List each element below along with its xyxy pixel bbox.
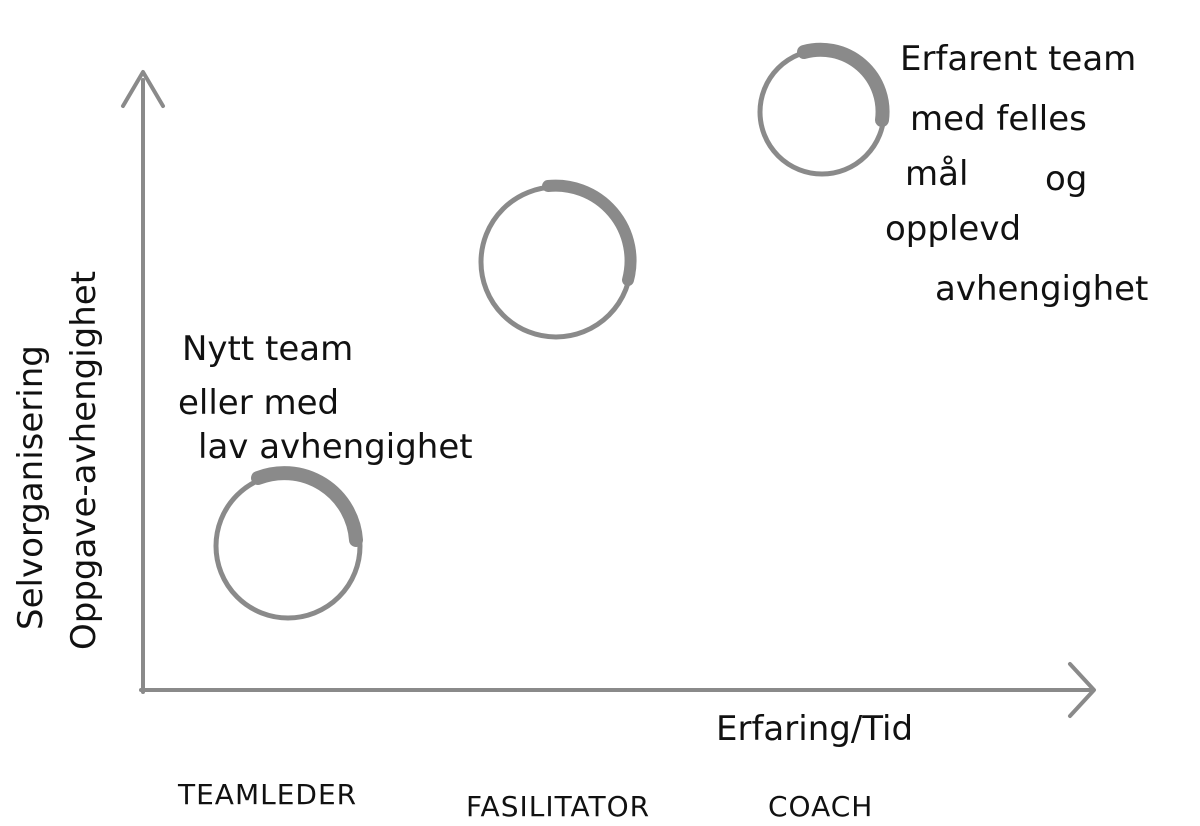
y-axis — [121, 70, 165, 694]
note-coach-line-2: med felles — [910, 99, 1087, 139]
y-axis-label: Selvorganisering Oppgave-avhengighet — [11, 271, 104, 650]
stage-circle-fasilitator — [478, 179, 637, 340]
note-coach: Erfarent team med felles mål og opplevd … — [885, 39, 1148, 309]
x-axis-arrowhead — [1068, 662, 1096, 718]
y-axis-arrowhead — [121, 70, 165, 108]
role-label-coach: COACH — [768, 790, 873, 823]
y-axis-label-line2: Oppgave-avhengighet — [64, 271, 104, 650]
role-label-fasilitator: FASILITATOR — [466, 790, 650, 823]
stage-circle-teamleder — [213, 466, 363, 621]
x-axis-label: Erfaring/Tid — [716, 709, 913, 749]
note-teamleder-line-1: Nytt team — [182, 329, 353, 369]
note-coach-line-3: mål — [905, 154, 968, 194]
note-coach-line-6: avhengighet — [935, 269, 1148, 309]
x-axis — [139, 662, 1096, 718]
note-teamleder: Nytt team eller med lav avhengighet — [178, 329, 473, 467]
note-coach-line-5: opplevd — [885, 209, 1021, 249]
stage-circle-coach — [757, 42, 890, 177]
role-label-teamleder: TEAMLEDER — [177, 778, 357, 811]
note-teamleder-line-3: lav avhengighet — [198, 427, 473, 467]
note-teamleder-line-2: eller med — [178, 383, 339, 423]
note-coach-line-4: og — [1045, 159, 1087, 199]
y-axis-label-line1: Selvorganisering — [11, 345, 51, 630]
note-coach-line-1: Erfarent team — [900, 39, 1136, 79]
